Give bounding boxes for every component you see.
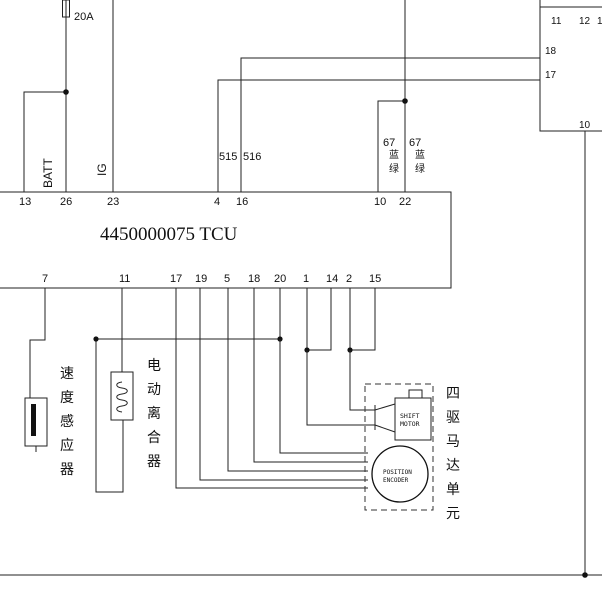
tcu-pin-17: 17: [170, 273, 182, 285]
relay-pin-18: 18: [545, 46, 557, 57]
tcu-pin-14: 14: [326, 273, 338, 285]
tcu-pin-13: 13: [19, 196, 31, 208]
tcu-pin-16: 16: [236, 196, 248, 208]
tcu-pin-7: 7: [42, 273, 48, 285]
tcu-pin-4: 4: [214, 196, 220, 208]
batt-label: BATT: [41, 158, 55, 188]
wire-516-label: 516: [243, 151, 261, 163]
ig-label: IG: [95, 163, 109, 176]
fuse-icon: [62, 0, 70, 18]
speed-sensor-icon: [31, 404, 36, 436]
junction-dot: [402, 98, 408, 104]
junction-dot: [63, 89, 69, 95]
shift-motor-label-1: SHIFT: [400, 412, 420, 420]
relay-pin-10: 10: [579, 120, 591, 131]
shift-motor-cap: [408, 389, 423, 399]
tcu-pin-2: 2: [346, 273, 352, 285]
fuse-rating: 20A: [74, 11, 94, 23]
relay-pin-12: 12: [579, 16, 591, 27]
tcu-pin-5: 5: [224, 273, 230, 285]
wire-color-b: 蓝绿: [415, 149, 425, 175]
tcu-pin-11: 11: [119, 273, 130, 285]
tcu-pin-19: 19: [195, 273, 207, 285]
tcu-pin-22: 22: [399, 196, 411, 208]
speed-sensor-label: 速度感应器: [60, 365, 74, 477]
clutch-label: 电动离合器: [147, 357, 161, 469]
relay-pin-1: 1: [597, 16, 602, 27]
relay-box: [539, 0, 602, 132]
wire-67-label-b: 67: [409, 137, 421, 149]
tcu-pin-23: 23: [107, 196, 119, 208]
tcu-pin-20: 20: [274, 273, 286, 285]
position-encoder-icon: [371, 445, 429, 503]
junction-dot: [582, 572, 588, 578]
encoder-label-2: ENCODER: [383, 477, 409, 484]
wire-67-label-a: 67: [383, 137, 395, 149]
tcu-title: 4450000075 TCU: [100, 224, 238, 245]
tcu-box: [0, 191, 452, 289]
four-wd-unit-label: 四驱马达单元: [446, 385, 460, 521]
junction-dot: [93, 336, 99, 342]
tcu-pin-10: 10: [374, 196, 386, 208]
four-wd-unit-box: [364, 383, 434, 511]
tcu-pin-18: 18: [248, 273, 260, 285]
wire-color-a: 蓝绿: [389, 149, 399, 175]
wire-515-label: 515: [219, 151, 237, 163]
encoder-label-1: POSITION: [383, 469, 412, 476]
tcu-pin-15: 15: [369, 273, 381, 285]
clutch-body: [110, 371, 134, 421]
shift-motor-icon: [394, 397, 432, 441]
coil-icon: [116, 381, 128, 413]
relay-pin-11: 11: [551, 16, 562, 27]
shift-motor-label-2: MOTOR: [400, 420, 420, 428]
relay-pin-17: 17: [545, 70, 557, 81]
tcu-pin-1: 1: [303, 273, 309, 285]
tcu-pin-26: 26: [60, 196, 72, 208]
